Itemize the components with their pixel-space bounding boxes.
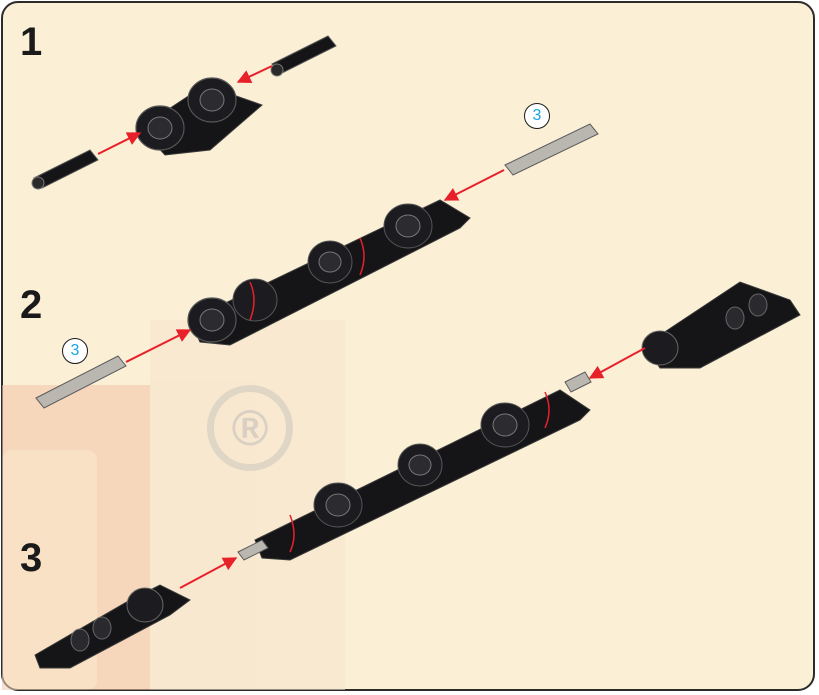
registered-watermark: ® (207, 385, 293, 471)
quantity-badge-bottom: 3 (62, 338, 88, 364)
step-number-2: 2 (20, 285, 42, 325)
step-number-1: 1 (20, 22, 42, 62)
step-number-3: 3 (20, 538, 42, 578)
quantity-badge-top: 3 (524, 103, 550, 129)
